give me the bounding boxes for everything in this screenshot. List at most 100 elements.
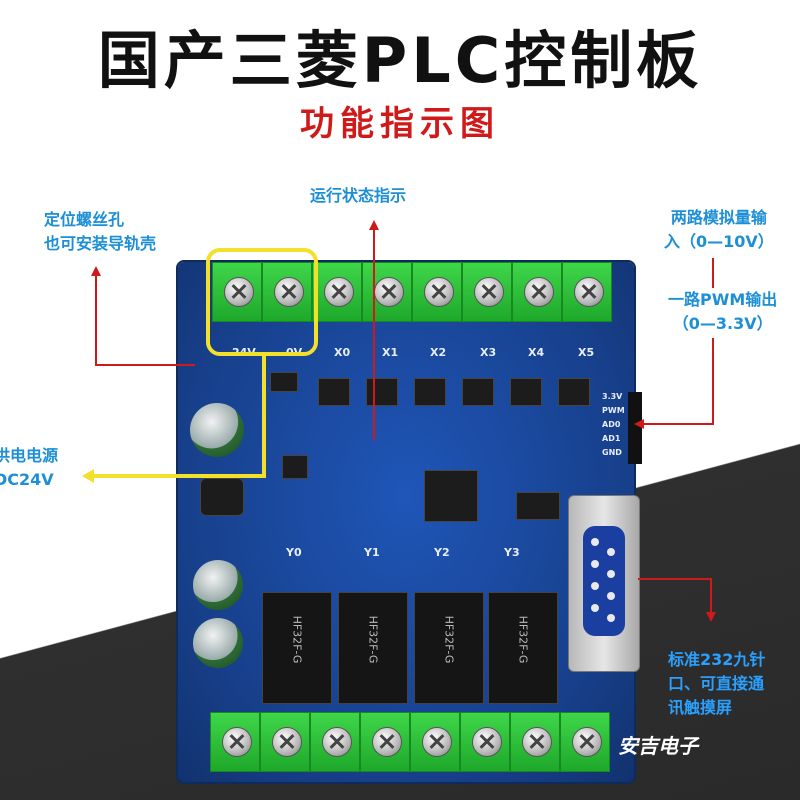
silk-ad0: AD0 <box>602 420 621 429</box>
terminal <box>460 712 510 772</box>
terminal <box>212 262 262 322</box>
screw-icon <box>374 277 404 307</box>
optocoupler <box>366 378 398 406</box>
terminal <box>410 712 460 772</box>
screw-icon <box>522 727 552 757</box>
capacitor <box>193 618 243 668</box>
silk-pwm: PWM <box>602 406 625 415</box>
screw-icon <box>274 277 304 307</box>
capacitor <box>193 560 243 610</box>
arrow-left-icon <box>634 419 644 429</box>
arrow-up-icon <box>91 266 101 276</box>
relay: HF32F-G <box>414 592 484 704</box>
run-pointer-line <box>373 228 375 440</box>
mount-pointer-line <box>95 364 195 366</box>
pin <box>591 560 599 568</box>
arrow-down-icon <box>706 612 716 622</box>
pin <box>591 604 599 612</box>
capacitor <box>190 403 244 457</box>
run-status-label: 运行状态指示 <box>310 186 407 205</box>
silk-x2: X2 <box>430 346 447 359</box>
silk-y1: Y1 <box>364 546 380 559</box>
ic-chip <box>516 492 560 520</box>
screw-icon <box>422 727 452 757</box>
watermark: 安吉电子 <box>618 734 698 758</box>
terminal <box>310 712 360 772</box>
analog-input-label: 两路模拟量输 入（0—10V） <box>664 208 774 251</box>
screw-icon <box>472 727 502 757</box>
terminal <box>562 262 612 322</box>
rs232-pointer-line <box>710 578 712 614</box>
optocoupler <box>462 378 494 406</box>
page-subtitle: 功能指示图 <box>300 104 500 144</box>
mount-hole-label: 定位螺丝孔 也可安装导轨壳 <box>44 210 157 253</box>
silk-x4: X4 <box>528 346 545 359</box>
screw-icon <box>324 277 354 307</box>
screw-icon <box>322 727 352 757</box>
db9-connector <box>568 495 640 672</box>
screw-icon <box>272 727 302 757</box>
screw-icon <box>424 277 454 307</box>
terminal <box>312 262 362 322</box>
optocoupler <box>318 378 350 406</box>
screw-icon <box>574 277 604 307</box>
pwm-pointer-line <box>642 423 714 425</box>
rs232-pointer-line <box>638 578 712 580</box>
silk-y0: Y0 <box>286 546 302 559</box>
terminal <box>360 712 410 772</box>
screw-icon <box>524 277 554 307</box>
arrow-left-icon <box>82 469 94 483</box>
relay: HF32F-G <box>338 592 408 704</box>
page-title: 国产三菱PLC控制板 <box>97 24 703 97</box>
optocoupler <box>510 378 542 406</box>
screw-icon <box>224 277 254 307</box>
terminal <box>260 712 310 772</box>
power-terminal-highlight <box>206 248 318 356</box>
pin <box>607 592 615 600</box>
silk-y3: Y3 <box>504 546 520 559</box>
silk-gnd: GND <box>602 448 622 457</box>
terminal <box>560 712 610 772</box>
silk-x0: X0 <box>334 346 351 359</box>
silk-x5: X5 <box>578 346 595 359</box>
mount-pointer-line <box>95 274 97 366</box>
screw-icon <box>372 727 402 757</box>
regulator <box>282 455 308 479</box>
relay: HF32F-G <box>488 592 558 704</box>
terminal <box>512 262 562 322</box>
bottom-terminal-block <box>210 712 610 772</box>
screw-icon <box>222 727 252 757</box>
silk-x3: X3 <box>480 346 497 359</box>
power-pointer-line <box>262 356 266 478</box>
pwm-pointer-line <box>712 338 714 424</box>
top-terminal-block <box>212 262 612 322</box>
pin <box>591 582 599 590</box>
pin <box>607 570 615 578</box>
rs232-label: 标准232九针 口、可直接通 讯触摸屏 <box>668 650 766 717</box>
microcontroller <box>424 470 478 522</box>
pin <box>591 538 599 546</box>
power-pointer-line <box>94 474 266 478</box>
silk-y2: Y2 <box>434 546 450 559</box>
pwm-output-label: 一路PWM输出 （0—3.3V） <box>668 290 778 333</box>
pin <box>607 614 615 622</box>
arrow-up-icon <box>369 220 379 230</box>
terminal <box>262 262 312 322</box>
terminal <box>510 712 560 772</box>
optocoupler <box>414 378 446 406</box>
screw-icon <box>572 727 602 757</box>
power-supply-label: 供电电源 DC24V <box>0 446 59 489</box>
silk-ad1: AD1 <box>602 434 621 443</box>
optocoupler <box>558 378 590 406</box>
screw-icon <box>474 277 504 307</box>
regulator <box>270 372 298 392</box>
pin <box>607 548 615 556</box>
silk-x1: X1 <box>382 346 399 359</box>
inductor <box>200 478 244 516</box>
silk-3v3: 3.3V <box>602 392 623 401</box>
terminal <box>412 262 462 322</box>
analog-pointer-line <box>712 258 714 288</box>
terminal <box>462 262 512 322</box>
terminal <box>362 262 412 322</box>
relay: HF32F-G <box>262 592 332 704</box>
